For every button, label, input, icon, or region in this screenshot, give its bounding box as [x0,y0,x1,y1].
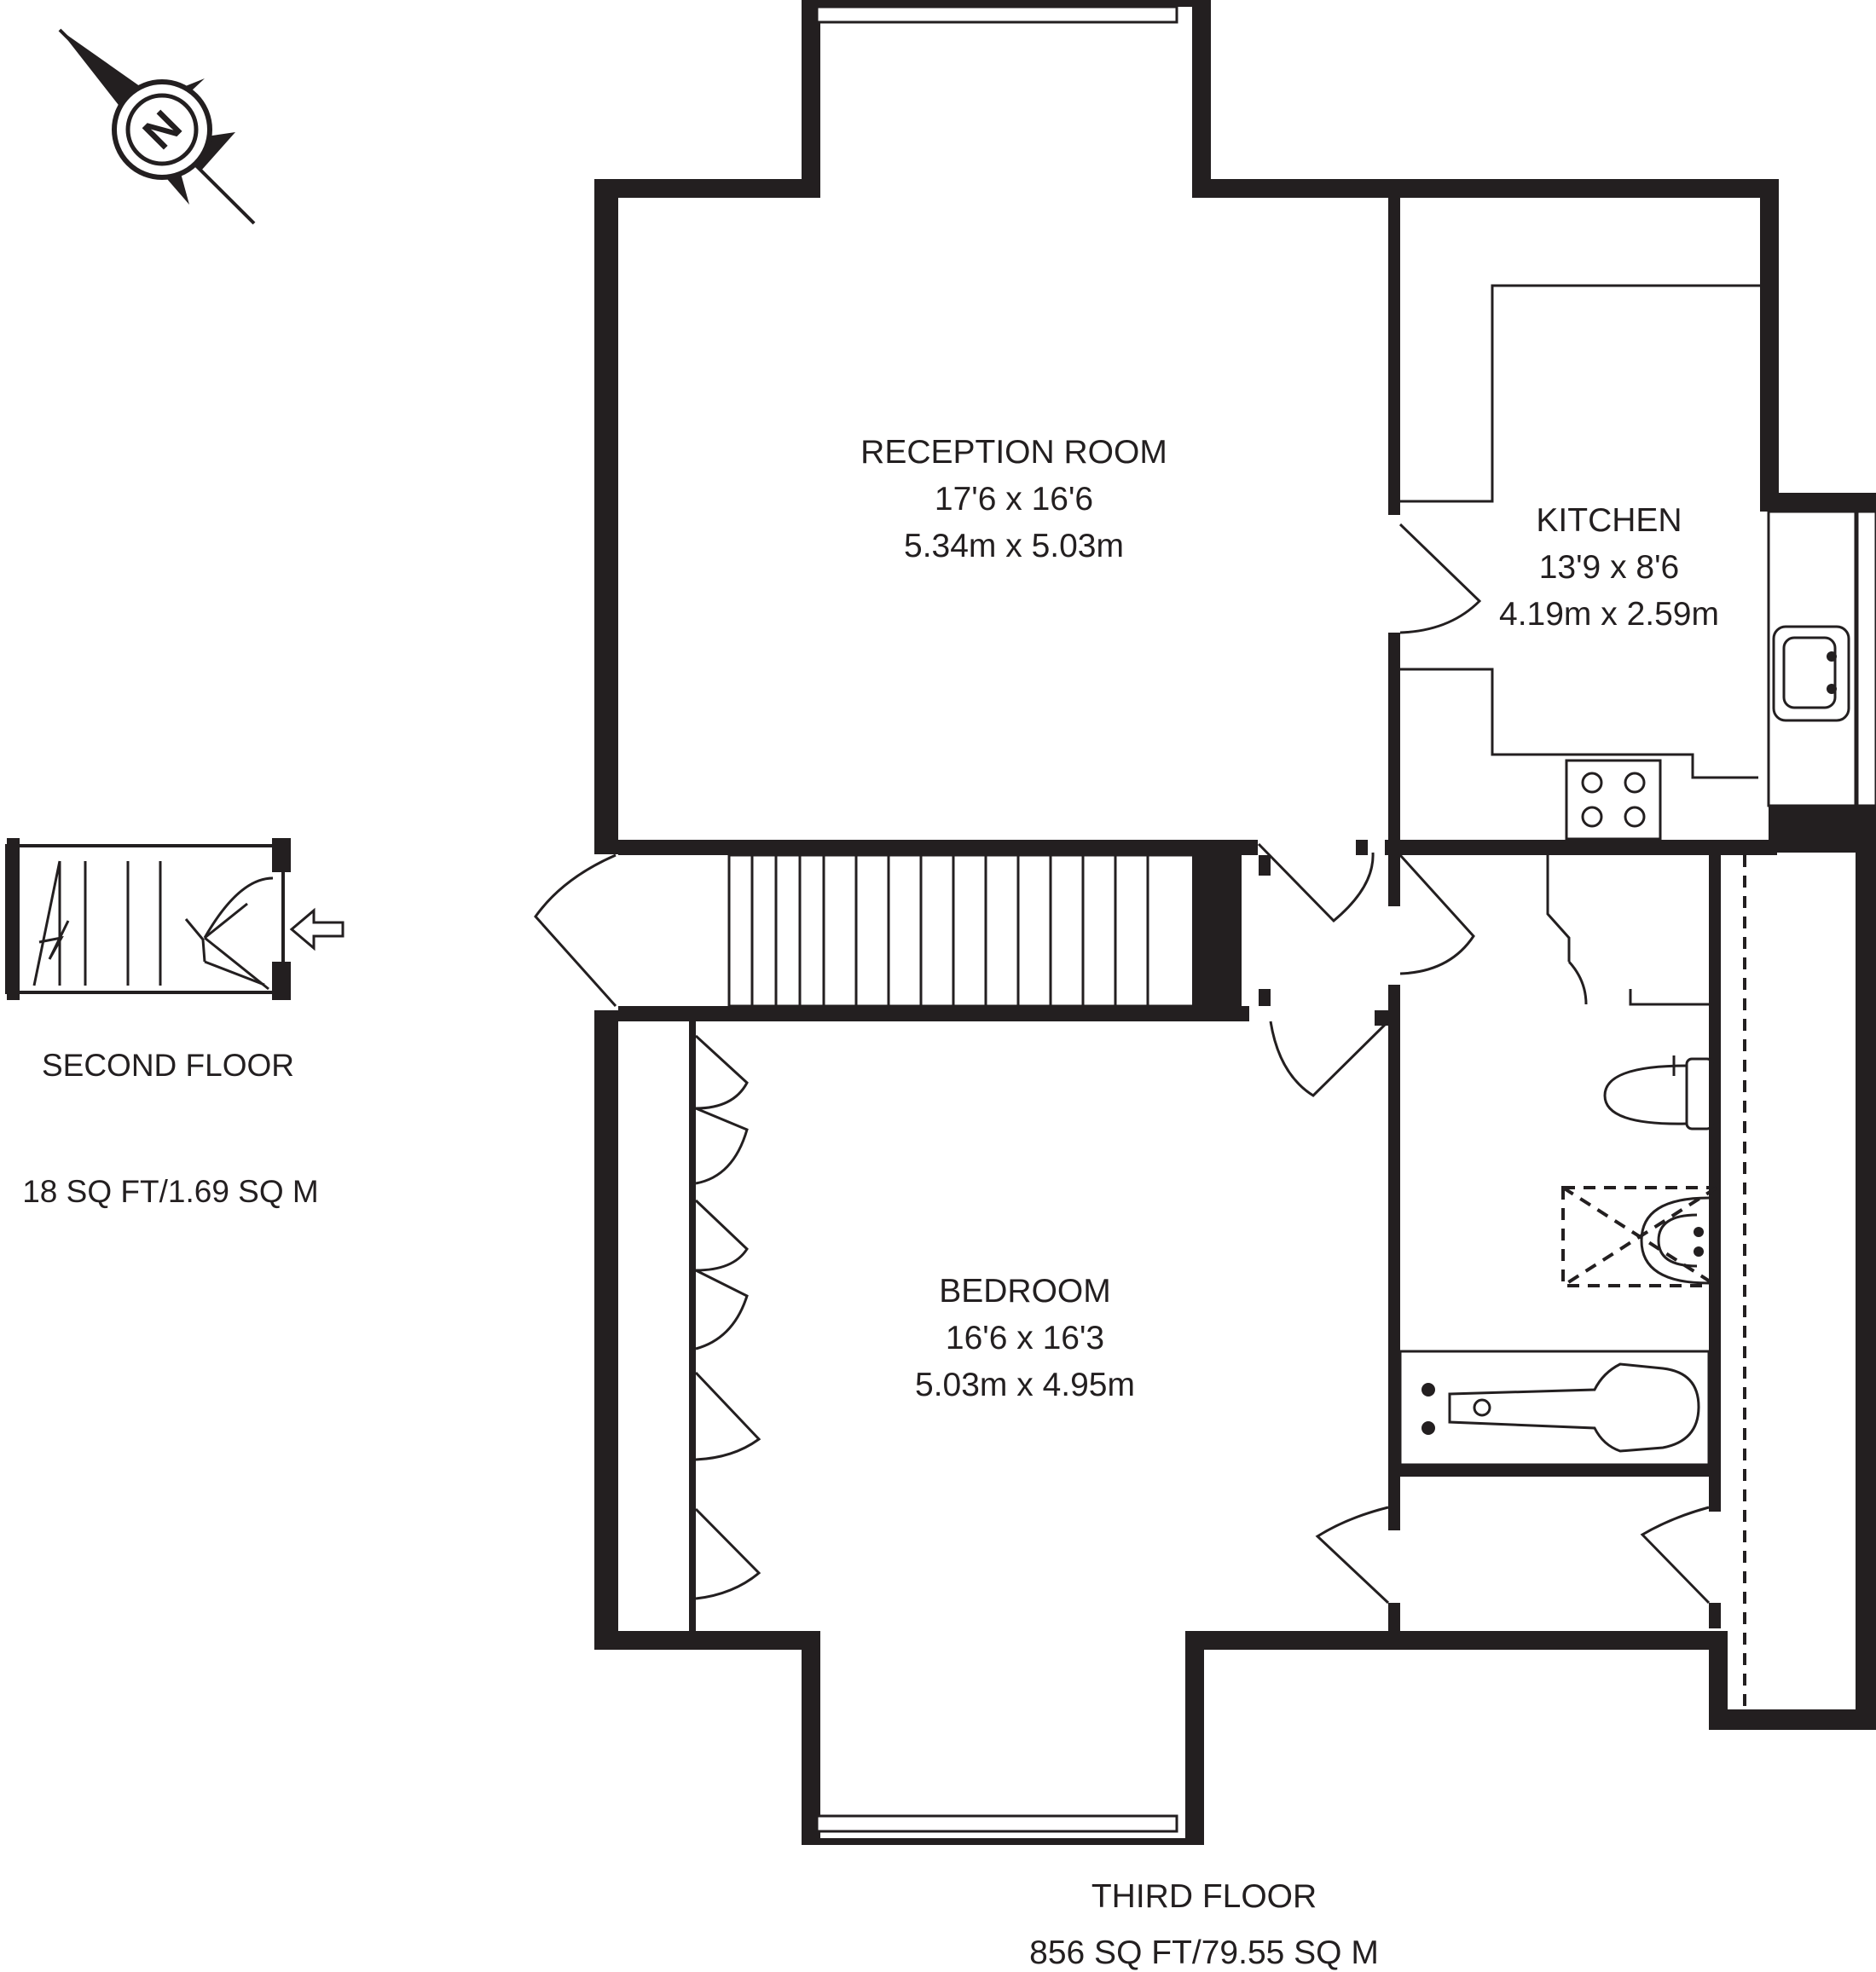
room-metric: 5.03m x 4.95m [915,1367,1135,1403]
north-arrow-icon: N [58,28,256,225]
third-floor-plan: RECEPTION ROOM 17'6 x 16'6 5.34m x 5.03m… [534,0,1876,1971]
basin-icon [1640,1196,1710,1285]
third-floor-label: THIRD FLOOR [1091,1878,1317,1915]
room-label-reception: RECEPTION ROOM 17'6 x 16'6 5.34m x 5.03m [860,434,1167,564]
second-floor-area: 18 SQ FT/1.69 SQ M [22,1174,319,1209]
room-label-bedroom: BEDROOM 16'6 x 16'3 5.03m x 4.95m [915,1273,1135,1403]
room-metric: 5.34m x 5.03m [904,528,1124,564]
exterior-walls [594,0,1876,1845]
room-name: KITCHEN [1536,502,1682,539]
hall-doors [1257,842,1475,1097]
second-floor-door [184,876,274,991]
kitchen-worktop [1400,284,1859,807]
second-floor-plan: SECOND FLOOR 18 SQ FT/1.69 SQ M [5,838,345,1209]
entrance-arrow-icon [289,907,345,951]
third-floor-area: 856 SQ FT/79.55 SQ M [1029,1934,1379,1971]
room-imperial: 13'9 x 8'6 [1539,549,1680,586]
bath-icon [1398,1350,1711,1466]
room-imperial: 16'6 x 16'3 [946,1320,1104,1356]
wardrobe-doors [694,1034,761,1600]
bathroom-doors [1315,1506,1711,1605]
room-name: RECEPTION ROOM [860,434,1167,471]
room-imperial: 17'6 x 16'6 [935,481,1093,518]
toilet-icon [1603,1055,1714,1131]
second-floor-stairs [32,860,162,986]
room-metric: 4.19m x 2.59m [1499,596,1719,633]
room-name: BEDROOM [939,1273,1111,1310]
kitchen-door [1398,523,1482,634]
main-staircase [727,853,1200,1008]
entrance-door [534,853,617,1008]
shower-tray [1561,1186,1718,1287]
second-floor-label: SECOND FLOOR [42,1048,294,1083]
kitchen-sink-icon [1772,625,1850,722]
room-label-kitchen: KITCHEN 13'9 x 8'6 4.19m x 2.59m [1499,502,1719,633]
airing-cupboard [1546,855,1709,1006]
hob-icon [1565,759,1662,841]
interior-walls [618,198,1777,1645]
